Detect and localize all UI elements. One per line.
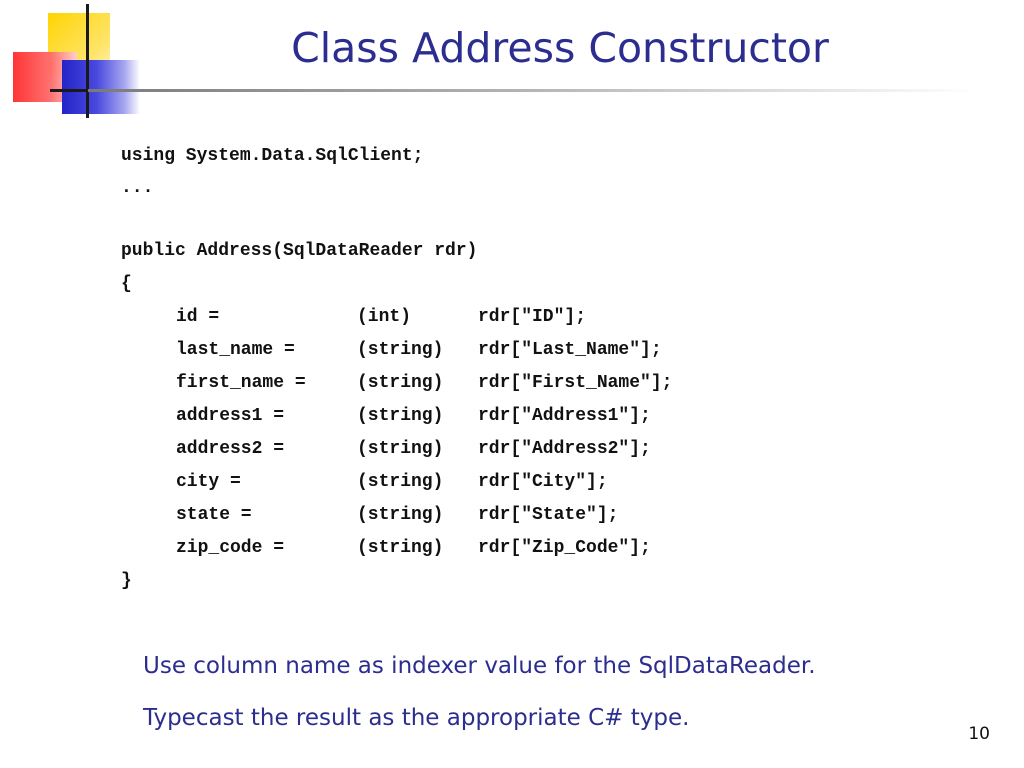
code-assignment-line: city = (string) rdr["City"]; [121, 466, 672, 499]
code-assignment-line: address1 = (string) rdr["Address1"]; [121, 400, 672, 433]
assignment-field: first_name = [176, 373, 306, 393]
code-line-close-brace: } [121, 571, 132, 591]
blue-square-decoration [62, 60, 140, 114]
code-assignment-line: last_name = (string) rdr["Last_Name"]; [121, 334, 672, 367]
assignment-expression: rdr["Address2"]; [478, 439, 651, 459]
code-line-signature: public Address(SqlDataReader rdr) [121, 241, 478, 261]
code-assignment-line: first_name = (string) rdr["First_Name"]; [121, 367, 672, 400]
assignment-cast: (int) [357, 307, 412, 327]
assignment-expression: rdr["First_Name"]; [478, 373, 673, 393]
code-assignment-line: zip_code = (string) rdr["Zip_Code"]; [121, 532, 672, 565]
code-line-open-brace: { [121, 274, 132, 294]
assignment-expression: rdr["Last_Name"]; [478, 340, 662, 360]
title-underline-rule [88, 89, 978, 92]
page-number: 10 [968, 724, 990, 744]
assignment-cast: (string) [357, 505, 444, 525]
code-line-blank [121, 204, 672, 235]
note-indexer: Use column name as indexer value for the… [143, 653, 816, 679]
assignment-field: id = [176, 307, 220, 327]
assignment-expression: rdr["Zip_Code"]; [478, 538, 651, 558]
assignment-cast: (string) [357, 340, 444, 360]
code-block: using System.Data.SqlClient; ... public … [121, 140, 672, 598]
code-assignment-line: id = (int) rdr["ID"]; [121, 301, 672, 334]
slide-notes: Use column name as indexer value for the… [143, 647, 816, 751]
code-line-ellipsis: ... [121, 178, 154, 198]
assignment-field: address2 = [176, 439, 285, 459]
vertical-line-decoration [86, 4, 89, 118]
assignment-field: address1 = [176, 406, 285, 426]
code-assignment-line: address2 = (string) rdr["Address2"]; [121, 433, 672, 466]
assignment-field: zip_code = [176, 538, 285, 558]
assignment-cast: (string) [357, 439, 444, 459]
assignment-expression: rdr["Address1"]; [478, 406, 651, 426]
decorative-logo-squares [0, 0, 150, 125]
slide-title: Class Address Constructor [291, 24, 829, 72]
code-line-using: using System.Data.SqlClient; [121, 146, 424, 166]
assignment-expression: rdr["State"]; [478, 505, 619, 525]
assignment-cast: (string) [357, 538, 444, 558]
assignment-expression: rdr["ID"]; [478, 307, 587, 327]
assignment-expression: rdr["City"]; [478, 472, 608, 492]
assignment-cast: (string) [357, 472, 444, 492]
assignment-cast: (string) [357, 373, 444, 393]
assignment-field: city = [176, 472, 241, 492]
assignment-field: state = [176, 505, 252, 525]
assignment-cast: (string) [357, 406, 444, 426]
code-assignment-line: state = (string) rdr["State"]; [121, 499, 672, 532]
note-typecast: Typecast the result as the appropriate C… [143, 705, 690, 731]
assignment-field: last_name = [176, 340, 295, 360]
